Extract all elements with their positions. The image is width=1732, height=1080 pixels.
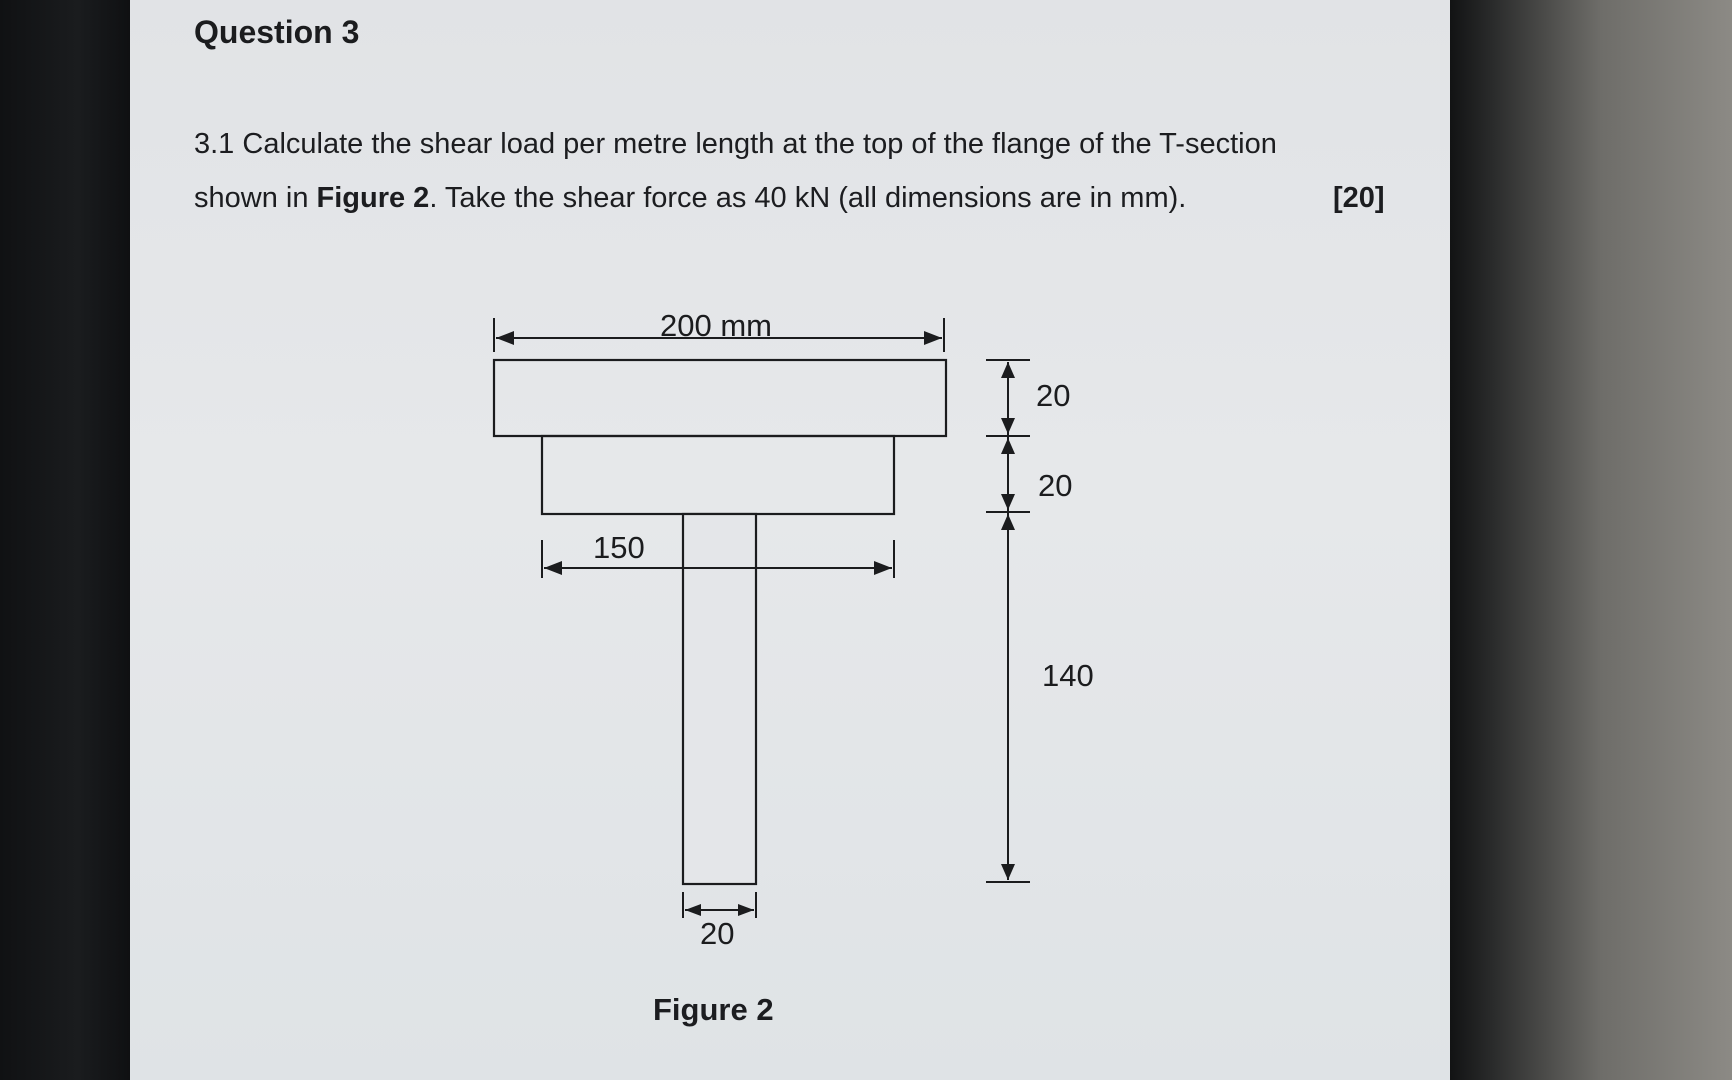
flange-width-label: 150 [593,530,645,565]
marks-allocation: [20] [1333,182,1385,214]
web-height-label: 140 [1042,658,1094,693]
question-text-line-2: shown in Figure 2. Take the shear force … [194,182,1186,215]
background-surface [1440,0,1732,1080]
flange [540,434,896,516]
question-text-prefix: shown in [194,182,317,214]
top-plate [492,358,948,438]
vertical-dimensions [986,359,1030,883]
question-title: Question 3 [194,14,360,50]
flange-thickness-label: 20 [1038,468,1072,503]
top-width-dimension [493,318,945,352]
screen-bezel-left [0,0,130,1080]
t-section-diagram: 200 mm 150 20 [492,308,1094,951]
question-text-line-1: 3.1 Calculate the shear load per metre l… [194,128,1277,160]
question-text-suffix: . Take the shear force as 40 kN (all dim… [429,182,1187,214]
top-width-label: 200 mm [660,308,772,343]
web-width-label: 20 [700,916,734,951]
figure-reference: Figure 2 [316,182,430,214]
top-plate-thickness-label: 20 [1036,378,1070,413]
document-page: Question 3 3.1 Calculate the shear load … [130,0,1450,1080]
web [681,512,758,886]
figure-caption: Figure 2 [653,992,774,1027]
flange-width-dimension [541,540,895,578]
web-width-dimension [682,892,757,918]
